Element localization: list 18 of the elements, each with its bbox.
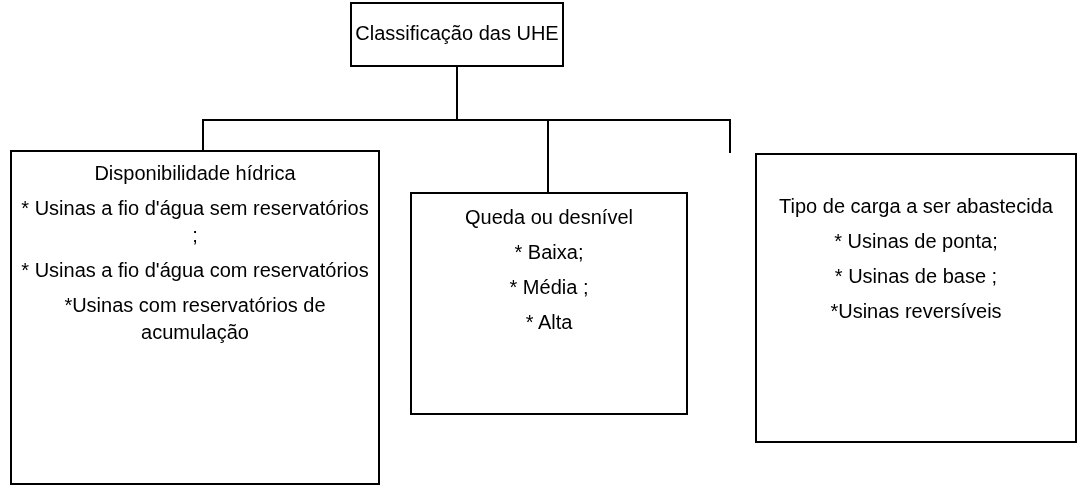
list-item: *Usinas reversíveis	[830, 299, 1002, 324]
list-item: * Média ;	[509, 275, 589, 300]
list-item: *Usinas com reservatórios de acumulação	[63, 293, 327, 345]
category-title: Classificação das UHE	[355, 21, 559, 46]
list-item: * Alta	[525, 310, 573, 335]
category-box	[755, 153, 1077, 443]
list-item: * Usinas a fio d'água com reservatórios	[21, 258, 369, 283]
category-box	[10, 150, 380, 485]
category-title: Tipo de carga a ser abastecida	[779, 194, 1053, 219]
list-item: * Usinas de ponta;	[834, 229, 998, 254]
list-item: * Baixa;	[514, 240, 584, 265]
category-title: Disponibilidade hídrica	[94, 161, 296, 186]
category-title: Queda ou desnível	[465, 205, 633, 230]
list-item: * Usinas de base ;	[834, 264, 998, 289]
category-box	[410, 192, 688, 415]
category-box	[350, 2, 564, 67]
list-item: * Usinas a fio d'água sem reservatórios ;	[20, 196, 370, 248]
connector-line	[456, 66, 731, 154]
